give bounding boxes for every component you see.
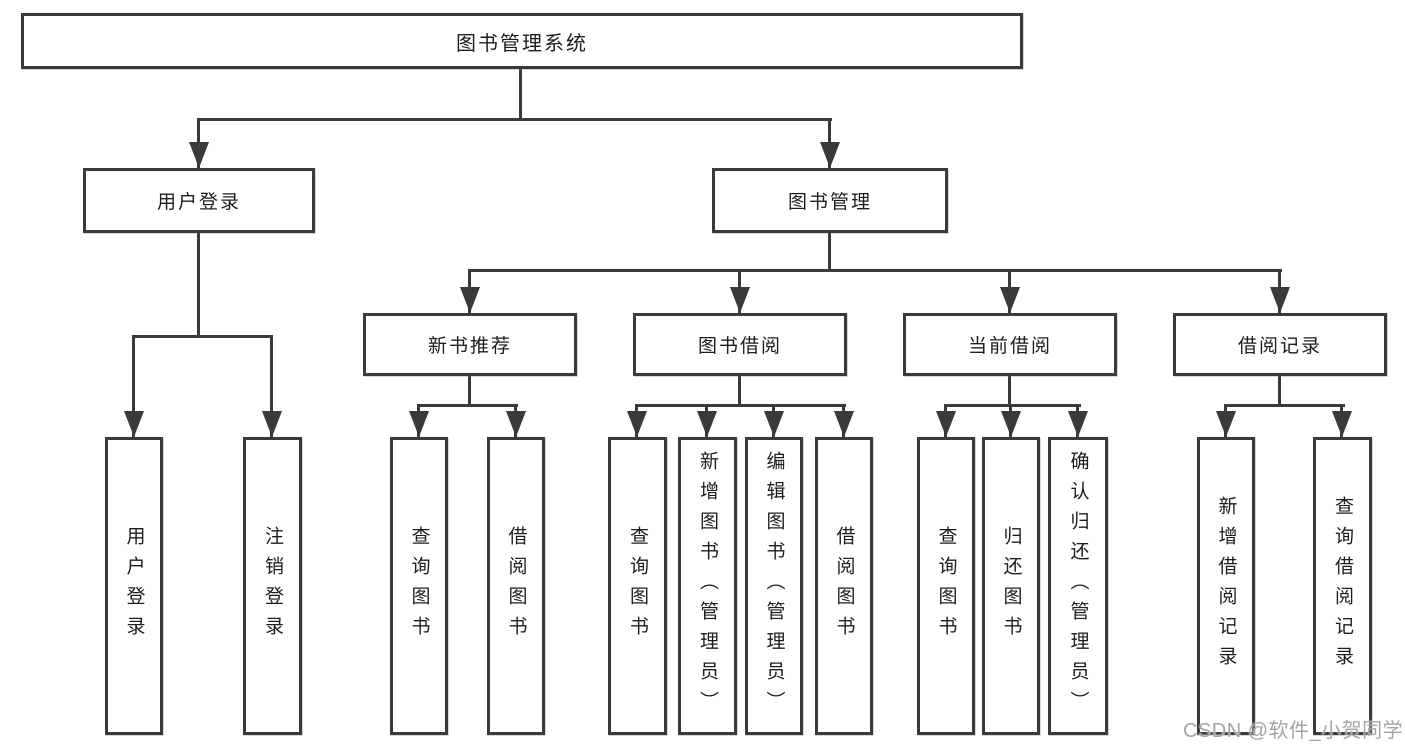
leaf-borrow-book: 借阅图书 (815, 437, 873, 735)
leaf-query-book-borrowing: 查询图书 (608, 437, 667, 735)
leaf-borrow-book-recommend: 借阅图书 (487, 437, 545, 735)
arrowhead-down-icon (730, 287, 750, 313)
node-book-borrowing: 图书借阅 (633, 313, 847, 376)
node-label: 借阅记录 (1237, 336, 1322, 357)
node-label: 图书管理 (787, 192, 872, 213)
leaf-label: 新增借阅记录 (1215, 496, 1237, 676)
leaf-query-book-current: 查询图书 (917, 437, 975, 735)
leaf-label: 编辑图书（管理员） (763, 451, 785, 721)
arrowhead-down-icon (820, 142, 840, 168)
leaf-label: 查询图书 (627, 526, 648, 646)
connector-level3-rail (468, 269, 1282, 272)
node-borrowing-records: 借阅记录 (1173, 313, 1387, 376)
connector-records-rail (1224, 404, 1345, 407)
node-library-management-system: 图书管理系统 (21, 13, 1023, 69)
connector-userlogin-drop (197, 233, 200, 338)
leaf-label: 查询借阅记录 (1332, 496, 1353, 676)
node-label: 图书借阅 (697, 336, 782, 357)
connector-level2-rail (197, 118, 832, 121)
connector-bookborrow-drop (738, 376, 741, 407)
leaf-user-login: 用户登录 (105, 437, 163, 735)
arrowhead-down-icon (189, 142, 209, 168)
connector-currentborrow-rail (944, 404, 1081, 407)
arrowhead-down-icon (1216, 411, 1236, 437)
connector-userlogin-rail (132, 335, 273, 338)
arrowhead-down-icon (460, 287, 480, 313)
node-new-book-recommend: 新书推荐 (363, 313, 577, 376)
leaf-query-borrow-record: 查询借阅记录 (1313, 437, 1372, 735)
leaf-label: 查询图书 (408, 526, 430, 646)
connector-drop-leaf (132, 335, 135, 437)
leaf-label: 用户登录 (123, 526, 145, 646)
arrowhead-down-icon (764, 411, 784, 437)
node-label: 图书管理系统 (456, 32, 588, 55)
leaf-label: 确认归还（管理员） (1067, 451, 1089, 721)
connector-bookborrow-rail (635, 404, 846, 407)
connector-currentborrow-drop (1008, 376, 1011, 407)
connector-drop-leaf (270, 335, 273, 437)
leaf-label: 借阅图书 (833, 526, 855, 646)
arrowhead-down-icon (1000, 287, 1020, 313)
arrowhead-down-icon (262, 411, 282, 437)
leaf-label: 查询图书 (935, 526, 957, 646)
connector-newbook-rail (417, 404, 518, 407)
arrowhead-down-icon (1068, 411, 1088, 437)
arrowhead-down-icon (124, 411, 144, 437)
node-user-login: 用户登录 (83, 168, 315, 233)
leaf-label: 归还图书 (1000, 526, 1022, 646)
connector-bookmgmt-drop (828, 233, 831, 272)
leaf-label: 注销登录 (262, 526, 283, 646)
arrowhead-down-icon (697, 411, 717, 437)
leaf-edit-book-admin: 编辑图书（管理员） (745, 437, 803, 735)
connector-root-drop (519, 68, 522, 121)
connector-newbook-drop (468, 376, 471, 407)
arrowhead-down-icon (936, 411, 956, 437)
node-label: 当前借阅 (967, 336, 1052, 357)
node-book-management: 图书管理 (712, 168, 948, 233)
leaf-label: 借阅图书 (505, 526, 527, 646)
arrowhead-down-icon (506, 411, 526, 437)
arrowhead-down-icon (834, 411, 854, 437)
leaf-logout: 注销登录 (243, 437, 302, 735)
connector-records-drop (1278, 376, 1281, 407)
leaf-confirm-return-admin: 确认归还（管理员） (1048, 437, 1108, 735)
node-current-borrowing: 当前借阅 (903, 313, 1117, 376)
leaf-query-book-recommend: 查询图书 (390, 437, 448, 735)
node-label: 用户登录 (156, 192, 241, 213)
arrowhead-down-icon (1270, 287, 1290, 313)
leaf-add-borrow-record: 新增借阅记录 (1197, 437, 1255, 735)
arrowhead-down-icon (1332, 411, 1352, 437)
arrowhead-down-icon (409, 411, 429, 437)
leaf-return-book: 归还图书 (982, 437, 1040, 735)
leaf-add-book-admin: 新增图书（管理员） (678, 437, 737, 735)
node-label: 新书推荐 (427, 336, 512, 357)
leaf-label: 新增图书（管理员） (697, 451, 718, 721)
arrowhead-down-icon (627, 411, 647, 437)
watermark: CSDN @软件_小贺同学 (1183, 720, 1404, 742)
arrowhead-down-icon (1001, 411, 1021, 437)
